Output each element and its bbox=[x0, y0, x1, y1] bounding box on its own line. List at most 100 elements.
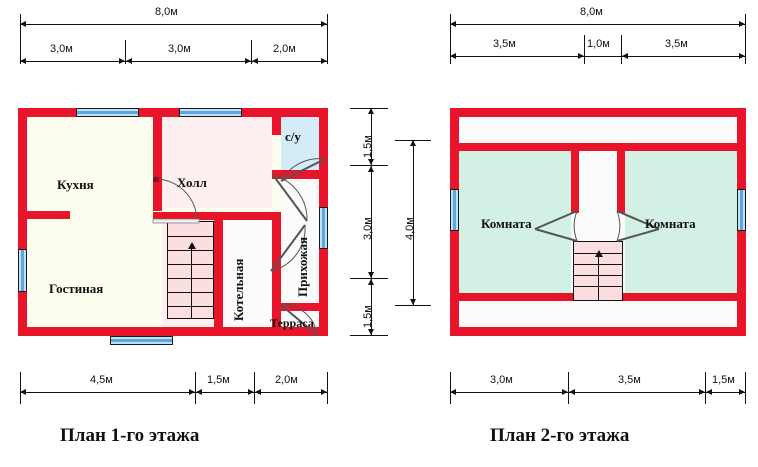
dim-line-seg bbox=[450, 392, 745, 393]
wall-stub-left bbox=[27, 211, 70, 219]
stairs-floor1 bbox=[167, 221, 214, 319]
dim-arrow bbox=[739, 53, 745, 59]
dim-arrow bbox=[739, 21, 745, 27]
room-label-komnata-right: Комната bbox=[645, 216, 696, 231]
dim-line-v-total bbox=[413, 140, 414, 305]
room-kotelnaya-fill bbox=[223, 217, 272, 327]
dim-arrow bbox=[20, 58, 26, 64]
dim-arrow bbox=[739, 389, 745, 395]
dim-arrow bbox=[20, 21, 26, 27]
stairs-floor2 bbox=[573, 241, 623, 301]
room-prihozhaya-fill bbox=[281, 179, 319, 312]
dim-arrow bbox=[562, 389, 568, 395]
dim-arrow bbox=[410, 299, 416, 305]
stair-step bbox=[168, 250, 213, 251]
dim-line-total bbox=[20, 24, 327, 25]
dim-arrow bbox=[321, 58, 327, 64]
dim-label-seg-2: 3,0м bbox=[168, 43, 191, 55]
door-prihozhaya-sanuzel bbox=[280, 158, 326, 182]
dim-arrow bbox=[622, 53, 628, 59]
dim-tick bbox=[251, 40, 252, 64]
wall-vertical-mid bbox=[272, 117, 281, 135]
dim-label-seg-3: 3,5м bbox=[665, 38, 688, 50]
dim-tick bbox=[327, 14, 328, 64]
dim-arrow bbox=[196, 389, 202, 395]
dim-line-total bbox=[450, 24, 745, 25]
zone-bottom-strip bbox=[459, 301, 737, 327]
zone-top-strip bbox=[459, 117, 737, 143]
dim-tick bbox=[745, 14, 746, 64]
dim-arrow bbox=[255, 389, 261, 395]
wall-landing-left bbox=[571, 151, 579, 213]
dim-line-v bbox=[371, 108, 372, 335]
door-kotelnaya-prihozhaya-lower bbox=[270, 224, 306, 272]
dim-arrow bbox=[410, 140, 416, 146]
floor1-building: Кухня Холл Гостиная Котельная Прихожая с… bbox=[18, 108, 328, 345]
floor2-title: План 2-го этажа bbox=[490, 425, 630, 446]
wall-horizontal-center bbox=[153, 212, 272, 220]
stair-step bbox=[168, 264, 213, 265]
dim-tick-h bbox=[395, 305, 431, 306]
stair-step bbox=[168, 292, 213, 293]
floor2-bottom-dimensions: 3,0м 3,5м 1,5м bbox=[440, 366, 758, 406]
dim-arrow bbox=[368, 108, 374, 114]
dim-arrow bbox=[245, 58, 251, 64]
room-label-gostinaya: Гостиная bbox=[49, 281, 104, 296]
dim-label-seg-1: 3,5м bbox=[493, 38, 516, 50]
dim-label-seg-2: 1,0м bbox=[587, 38, 610, 50]
stair-direction-line bbox=[598, 256, 599, 300]
dim-label-seg-1: 4,5м bbox=[90, 374, 113, 386]
dim-arrow bbox=[578, 53, 584, 59]
dim-arrow bbox=[119, 58, 125, 64]
dim-arrow bbox=[368, 272, 374, 278]
dim-label-seg-1: 3,0м bbox=[490, 374, 513, 386]
window-gostinaya-left bbox=[18, 249, 27, 292]
door-komnata-right bbox=[616, 210, 660, 242]
dim-tick bbox=[254, 372, 255, 404]
room-label-sanuzel: с/у bbox=[285, 129, 301, 144]
window-gostinaya-bottom bbox=[110, 336, 173, 345]
dim-tick bbox=[20, 14, 21, 64]
window-holl-top bbox=[179, 108, 242, 117]
door-terrasa bbox=[280, 304, 318, 336]
dim-arrow bbox=[699, 389, 705, 395]
dim-tick-h bbox=[350, 165, 388, 166]
room-label-holl: Холл bbox=[177, 175, 207, 190]
dim-arrow bbox=[450, 389, 456, 395]
dim-arrow bbox=[450, 53, 456, 59]
dim-tick bbox=[705, 372, 706, 404]
window-komnata-left bbox=[450, 189, 459, 231]
stair-step bbox=[168, 306, 213, 307]
room-label-kotelnaya: Котельная bbox=[231, 258, 246, 321]
dim-arrow bbox=[368, 279, 374, 285]
floor2-top-dimensions: 8,0м 3,5м 1,0м 3,5м bbox=[440, 0, 758, 70]
window-kuhnya-top bbox=[76, 108, 139, 117]
dim-tick-h bbox=[350, 335, 388, 336]
room-kuhnya-fill bbox=[27, 117, 153, 208]
dim-tick-h bbox=[350, 278, 388, 279]
room-gostinaya-fill bbox=[27, 217, 153, 327]
floor1-title: План 1-го этажа bbox=[60, 425, 200, 446]
wall-over-terrasa bbox=[272, 303, 328, 311]
dim-arrow bbox=[20, 389, 26, 395]
dim-label-v-1: 1,5м bbox=[362, 135, 374, 158]
wall-kotelnaya-left bbox=[214, 212, 223, 327]
floor2-building: Комната Комната bbox=[450, 108, 746, 336]
stair-up-arrow bbox=[188, 242, 196, 249]
dim-label-seg-3: 2,0м bbox=[275, 374, 298, 386]
stair-up-arrow bbox=[595, 250, 603, 257]
dim-line-seg bbox=[20, 61, 327, 62]
room-holl-fill bbox=[162, 117, 272, 208]
wall-top-interior bbox=[459, 143, 737, 151]
dim-arrow bbox=[368, 159, 374, 165]
room-label-komnata-left: Комната bbox=[481, 216, 532, 231]
dim-arrow bbox=[569, 389, 575, 395]
dim-arrow bbox=[189, 389, 195, 395]
floor1-bottom-dimensions: 4,5м 1,5м 2,0м bbox=[0, 366, 340, 406]
room-label-prihozhaya: Прихожая bbox=[295, 237, 310, 297]
dim-label-seg-1: 3,0м bbox=[50, 43, 73, 55]
dim-tick bbox=[450, 14, 451, 64]
dim-label-v-total: 4,0м bbox=[404, 217, 416, 240]
dim-label-v-3: 1,5м bbox=[362, 305, 374, 328]
room-label-terrasa: Терраса bbox=[270, 316, 314, 330]
